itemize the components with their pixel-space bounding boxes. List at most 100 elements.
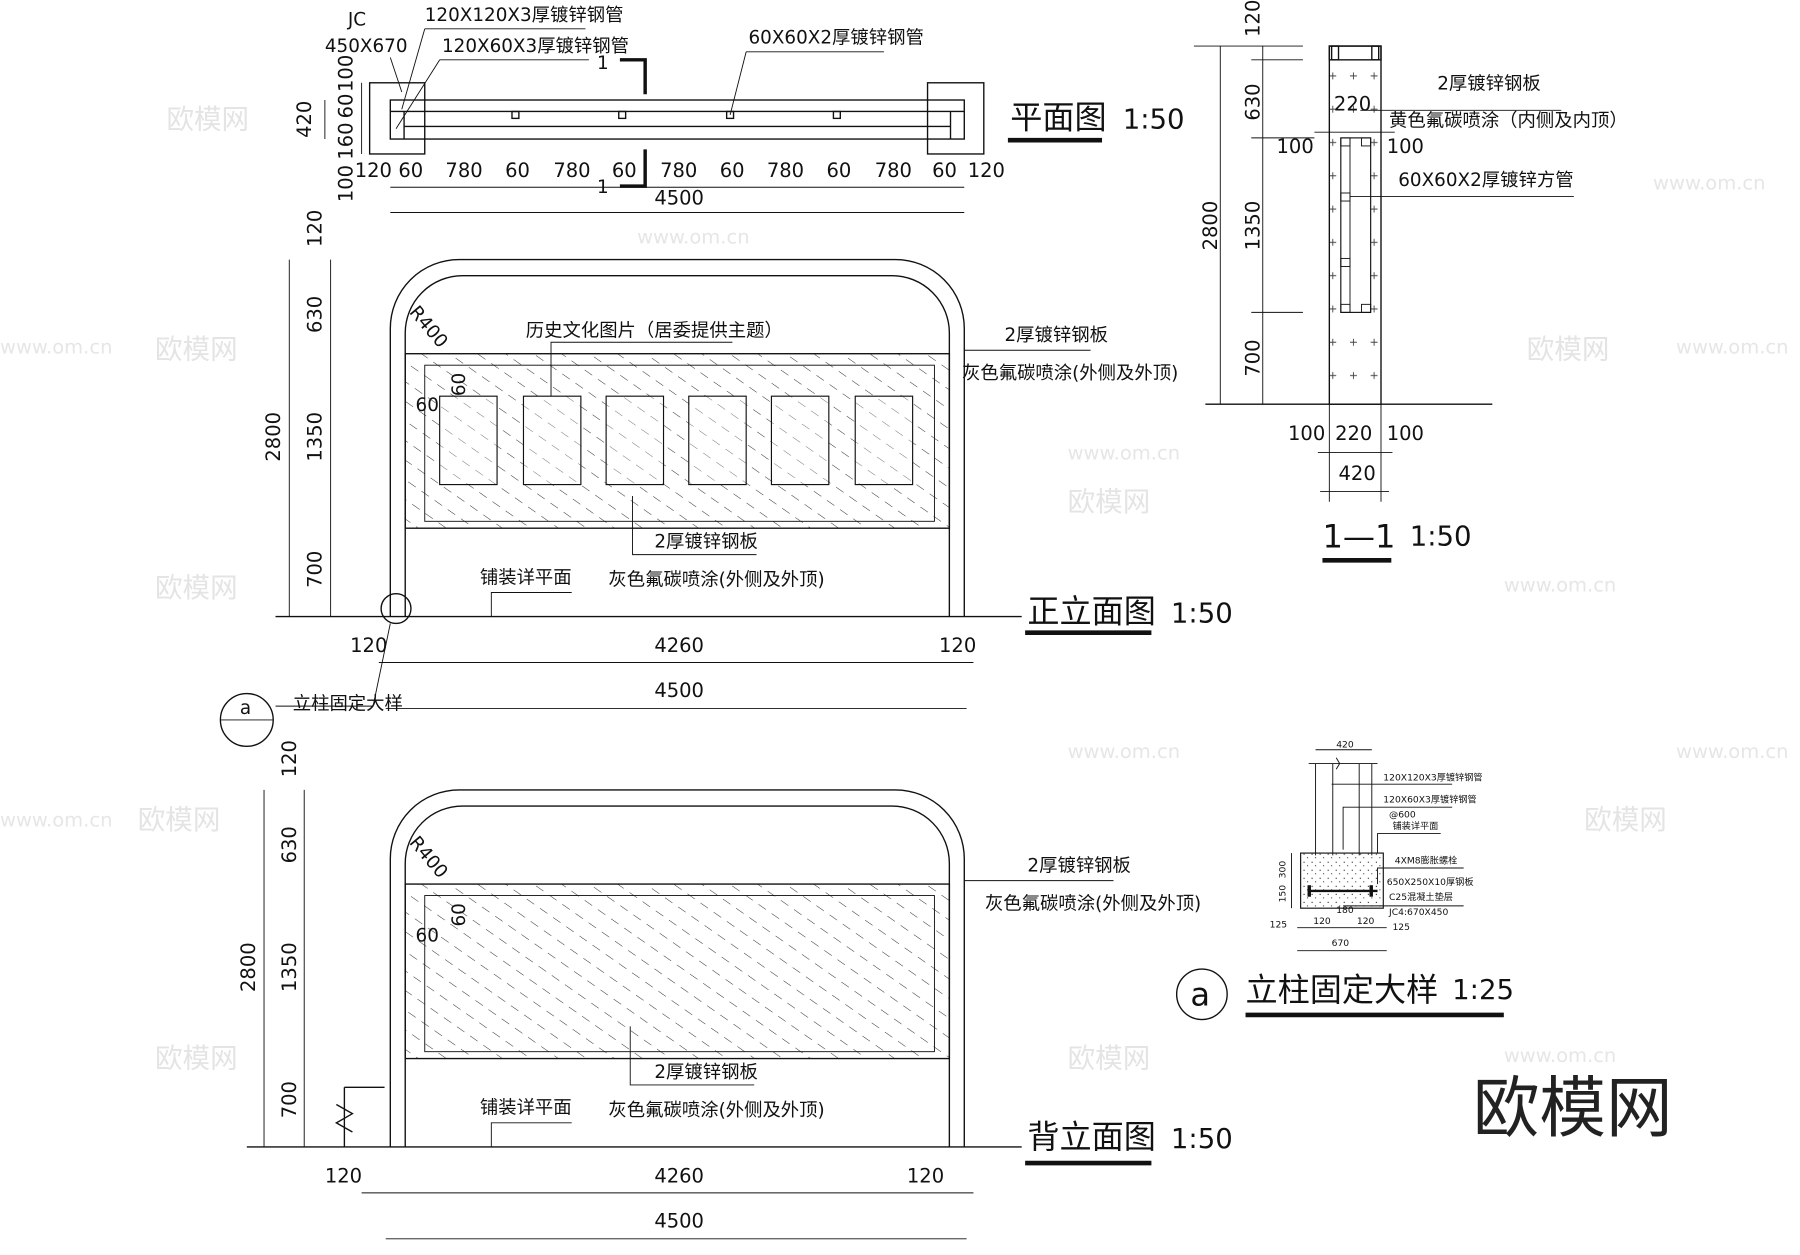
section-scale: 1:50 (1410, 520, 1472, 552)
dim: 1350 (303, 412, 326, 462)
plan-title: 平面图 (1010, 99, 1106, 137)
dim: 120 (350, 634, 387, 657)
hatched-panel (404, 353, 951, 529)
dim: 120 (1357, 916, 1375, 927)
jc-size: 450X670 (325, 36, 408, 57)
dim: 630 (278, 826, 301, 863)
watermark: 欧模网 (1527, 333, 1610, 365)
radius-label: R400 (405, 832, 452, 882)
watermark: www.om.cn (1676, 336, 1788, 359)
paving-label: 铺装详平面 (480, 567, 572, 588)
dim: 120 (939, 634, 976, 657)
dim: 60 (416, 925, 439, 946)
dim: 60 (334, 94, 357, 119)
dim: 120 (1313, 916, 1331, 927)
dim-total: 2800 (237, 942, 260, 992)
section-cut-bottom (619, 149, 647, 188)
jc-label: JC (347, 9, 366, 30)
watermark: 欧模网 (166, 104, 249, 136)
detail-marker (380, 592, 412, 625)
detail-label: 铺装详平面 (1392, 820, 1438, 832)
dim: 220 (1334, 92, 1371, 115)
dim: 60 (398, 159, 423, 182)
detail-label: C25混凝土垫层 (1389, 891, 1453, 903)
watermark: www.om.cn (1068, 740, 1180, 763)
detail-scale: 1:25 (1452, 974, 1514, 1006)
dim-total: 4500 (654, 1209, 704, 1232)
dim: 120 (968, 159, 1005, 182)
dim: 120 (303, 210, 326, 247)
watermark: www.om.cn (0, 336, 112, 359)
coating-label: 灰色氟碳喷涂(外侧及外顶) (985, 893, 1201, 914)
dim-total: 4500 (654, 186, 704, 209)
dim: 1350 (278, 942, 301, 992)
watermark: 欧模网 (155, 1043, 238, 1075)
watermark: 欧模网 (1584, 804, 1667, 836)
dim: 100 (334, 55, 357, 92)
dim: 60 (720, 159, 745, 182)
paving-label: 铺装详平面 (480, 1098, 572, 1119)
post-label: 120X120X3厚镀锌钢管 (425, 5, 624, 26)
detail-label: JC4:670X450 (1388, 907, 1448, 918)
dim: 4260 (654, 634, 704, 657)
dim-total: 2800 (1199, 201, 1222, 251)
inner-plate-label: 2厚镀锌钢板 (654, 532, 757, 553)
jc-footing-left (368, 82, 426, 155)
watermark: www.om.cn (637, 226, 749, 249)
dim: 700 (1241, 339, 1264, 376)
detail-label: 650X250X10厚钢板 (1387, 876, 1474, 888)
detail-a: 420 120X120X3厚镀锌钢管 120X60X3厚镀锌钢管 @600 铺装… (1175, 739, 1514, 1021)
dim: 125 (1270, 920, 1288, 931)
dim: 780 (553, 159, 590, 182)
detail-callout-circle (1175, 968, 1228, 1021)
plate-label: 2厚镀锌钢板 (1437, 74, 1540, 95)
detail-label: 120X60X3厚镀锌钢管 (1383, 794, 1476, 806)
section-mark: 1 (597, 53, 609, 74)
watermark: 欧模网 (1068, 486, 1151, 518)
back-elevation-scale: 1:50 (1171, 1123, 1233, 1155)
radius-label: R400 (405, 302, 452, 352)
dim: 100 (1288, 422, 1325, 445)
watermark: www.om.cn (1504, 573, 1616, 596)
dim: 120 (1241, 0, 1264, 37)
detail-label: 120X120X3厚镀锌钢管 (1383, 772, 1482, 784)
dim: 300 (1278, 861, 1289, 879)
beam-label: 120X60X3厚镀锌钢管 (442, 36, 629, 57)
dim: 60 (612, 159, 637, 182)
detail-callout-letter: a (1190, 976, 1210, 1014)
dim: 125 (1392, 922, 1410, 933)
detail-label: @600 (1389, 809, 1416, 820)
dim: 630 (1241, 83, 1264, 120)
dim: 100 (334, 165, 357, 202)
dim: 700 (303, 551, 326, 588)
jc-footing-right (926, 82, 985, 155)
dim: 60 (827, 159, 852, 182)
dim: 780 (767, 159, 804, 182)
dim: 60 (505, 159, 530, 182)
dim: 4260 (654, 1165, 704, 1188)
front-elevation-title: 正立面图 (1027, 592, 1156, 630)
tube-label: 60X60X2厚镀锌方管 (1398, 170, 1573, 191)
dim: 1350 (1241, 201, 1264, 251)
dim: 780 (445, 159, 482, 182)
dim: 630 (303, 296, 326, 333)
dim: 150 (1278, 885, 1289, 903)
detail-callout-label: 立柱固定大样 (293, 694, 403, 715)
dim: 420 (293, 101, 316, 138)
dim: 60 (449, 373, 470, 396)
detail-title: 立柱固定大样 (1246, 971, 1439, 1009)
plan-scale: 1:50 (1123, 104, 1185, 136)
dim: 780 (875, 159, 912, 182)
watermark: 欧模网 (155, 572, 238, 604)
dim: 100 (1277, 135, 1314, 158)
watermark: 欧模网 (138, 804, 221, 836)
dim: 120 (278, 740, 301, 777)
dim: 60 (449, 903, 470, 926)
tube-marks (511, 110, 841, 120)
hatched-panel (404, 883, 951, 1060)
section-1-1: 120 630 1350 700 2800 2厚镀锌钢板 220 黄色氟碳喷涂（… (1193, 0, 1628, 563)
dim-total: 420 (1339, 462, 1376, 485)
watermark: www.om.cn (0, 809, 112, 832)
plan-outline (389, 99, 965, 140)
